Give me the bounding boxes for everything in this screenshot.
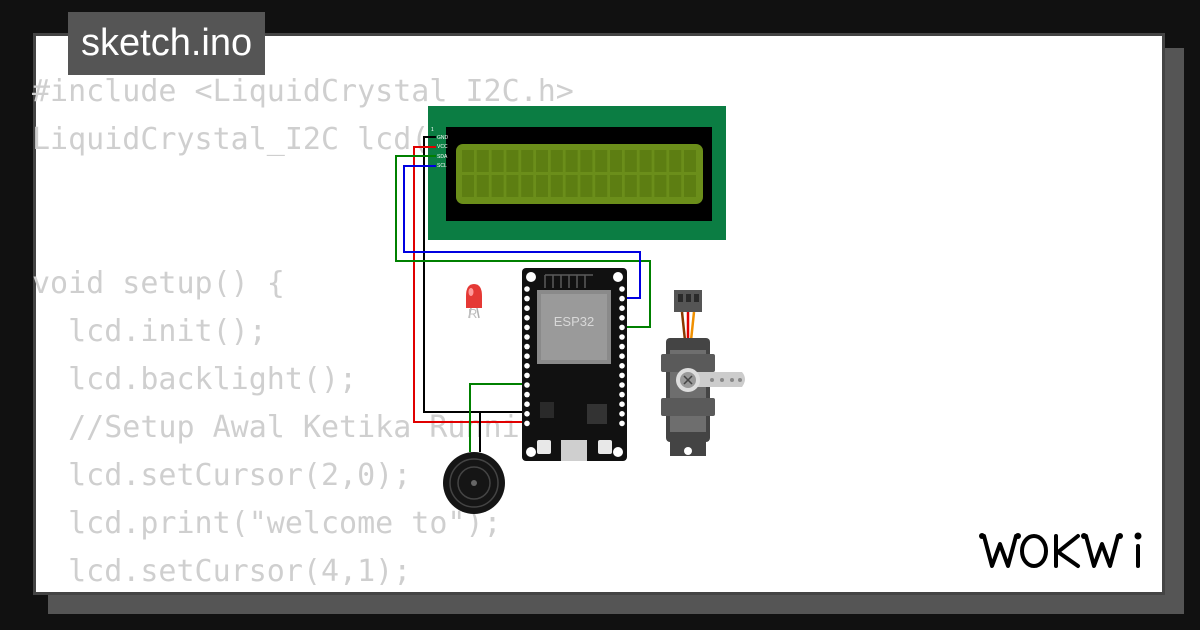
esp32-pin — [619, 295, 625, 302]
code-line: lcd.setCursor(4,1); — [32, 554, 412, 589]
en-button — [598, 440, 612, 454]
lcd-char-cell — [565, 150, 578, 172]
lcd-char-cell — [506, 150, 519, 172]
lcd-char-cell — [462, 150, 474, 172]
esp32-pin — [619, 401, 625, 408]
wokwi-logo — [979, 532, 1142, 568]
lcd-char-cell — [684, 175, 696, 197]
buzzer — [443, 452, 505, 514]
lcd-char-cell — [639, 175, 652, 197]
servo-motor — [661, 290, 745, 456]
esp32-pin — [524, 401, 530, 408]
esp32-pin — [524, 391, 530, 398]
esp32-pin — [524, 372, 530, 379]
red-led: R — [466, 284, 482, 321]
wire-scl — [403, 165, 641, 299]
file-title: sketch.ino — [68, 12, 266, 75]
svg-text:1: 1 — [431, 127, 434, 133]
esp32-pin — [524, 286, 530, 292]
usb-chip — [587, 404, 607, 424]
lcd-char-cell — [580, 150, 593, 172]
lcd-char-cell — [595, 150, 608, 172]
antenna-trace — [544, 274, 593, 288]
code-line: #include <LiquidCrystal_I2C.h> — [32, 74, 574, 109]
lcd-char-cell — [491, 150, 504, 172]
lcd-pin-label: SCL — [437, 163, 447, 169]
wire-buzzer-gnd — [479, 411, 528, 452]
lcd-char-cell — [610, 150, 622, 172]
esp32-pin — [619, 363, 625, 369]
lcd-char-cell — [669, 150, 682, 172]
code-line: lcd.init(); — [32, 314, 267, 349]
esp32-label: ESP32 — [554, 314, 594, 329]
boot-button — [537, 440, 551, 454]
lcd-char-cell — [550, 175, 563, 197]
lcd-char-cell — [536, 150, 548, 172]
esp32-pin — [619, 343, 625, 350]
esp32-pin — [619, 382, 625, 388]
lcd-char-cell — [521, 150, 534, 172]
esp32-pin — [524, 353, 530, 360]
wires — [395, 136, 651, 452]
code-line: lcd.print("welcome to"); — [32, 506, 502, 541]
lcd-char-cell — [624, 175, 637, 197]
lcd-char-cell — [669, 175, 682, 197]
esp32-pin — [524, 295, 530, 302]
esp32-board: ESP32 — [522, 268, 627, 461]
esp32-pin — [619, 420, 625, 427]
esp32-pin — [619, 324, 625, 331]
lcd-char-cell — [684, 150, 696, 172]
lcd-char-cell — [565, 175, 578, 197]
esp32-pin — [619, 315, 625, 321]
lcd-char-cell — [595, 175, 608, 197]
code-line: lcd.setCursor(2,0); — [32, 458, 412, 493]
wire-sda — [395, 155, 651, 328]
esp32-pin — [524, 315, 530, 321]
esp32-pin — [524, 305, 530, 312]
esp32-pin — [524, 420, 530, 427]
esp32-pin — [619, 353, 625, 360]
wire-gnd — [423, 136, 528, 413]
lcd-char-cell — [624, 150, 637, 172]
esp32-pin — [524, 382, 530, 388]
lcd-char-cell — [654, 150, 667, 172]
esp32-pin — [619, 334, 625, 340]
wire-buzzer-signal — [469, 383, 528, 452]
esp32-pin — [524, 334, 530, 340]
code-line: void setup() { — [32, 266, 285, 301]
esp32-pins — [524, 286, 625, 427]
lcd-display: 1 GND VCC SDA SCL — [428, 106, 726, 240]
lcd-char-cell — [639, 150, 652, 172]
lcd-pin-label: SDA — [437, 154, 448, 160]
lcd-char-cell — [610, 175, 622, 197]
esp32-pin — [524, 363, 530, 369]
voltage-regulator — [540, 402, 554, 418]
esp32-pin — [524, 411, 530, 417]
esp32-pin — [524, 324, 530, 331]
usb-port — [561, 440, 587, 461]
esp32-pin — [524, 343, 530, 350]
lcd-char-cell — [462, 175, 474, 197]
lcd-char-cell — [476, 175, 489, 197]
lcd-char-cell — [476, 150, 489, 172]
lcd-char-cell — [506, 175, 519, 197]
lcd-char-cell — [550, 150, 563, 172]
esp32-pin — [619, 372, 625, 379]
lcd-pin-label: VCC — [437, 144, 448, 150]
lcd-pin-label: GND — [437, 135, 449, 141]
esp32-pin — [619, 391, 625, 398]
lcd-char-cell — [580, 175, 593, 197]
code-line: lcd.backlight(); — [32, 362, 358, 397]
esp32-pin — [619, 411, 625, 417]
esp32-pin — [619, 305, 625, 312]
lcd-char-cell — [521, 175, 534, 197]
led-label: R — [468, 306, 477, 321]
lcd-cells — [462, 150, 696, 197]
lcd-char-cell — [654, 175, 667, 197]
esp32-pin — [619, 286, 625, 292]
lcd-char-cell — [491, 175, 504, 197]
lcd-char-cell — [536, 175, 548, 197]
